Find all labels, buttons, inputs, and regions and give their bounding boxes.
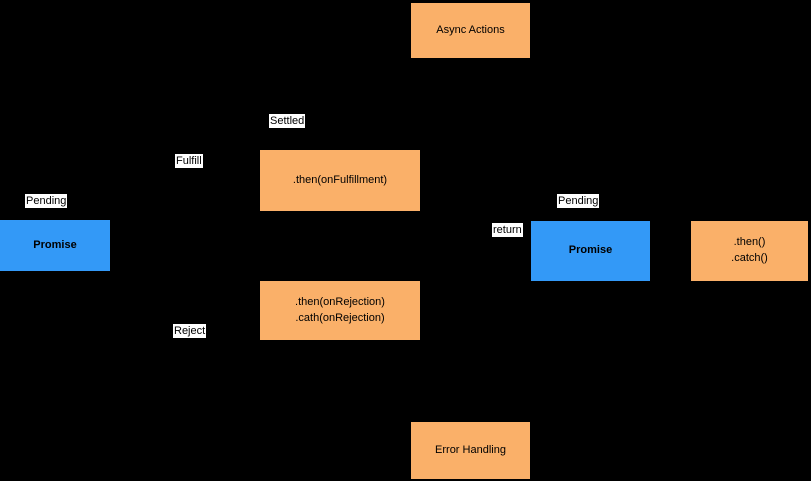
node-then-on-fulfillment[interactable]: .then(onFulfillment) [260, 150, 420, 211]
node-then-catch-chain[interactable]: .then() .catch() [691, 221, 808, 281]
node-error-handling[interactable]: Error Handling [411, 422, 530, 479]
node-label: .then(onRejection) [295, 295, 385, 308]
node-label: .then(onFulfillment) [292, 173, 388, 186]
node-then-catch-on-rejection[interactable]: .then(onRejection) .cath(onRejection) [260, 281, 420, 340]
edge-label-reject: Reject [173, 324, 207, 338]
node-label: Promise [568, 244, 613, 257]
node-label: Error Handling [435, 443, 506, 456]
edge-label-pending-right: Pending [557, 194, 600, 208]
node-async-actions[interactable]: Async Actions [411, 3, 530, 58]
edge-label-settled: Settled [269, 114, 306, 128]
node-label: Async Actions [436, 23, 505, 36]
edge-label-return: return [492, 223, 523, 237]
node-label: .catch() [731, 252, 768, 264]
node-label: .cath(onRejection) [295, 311, 385, 324]
node-label: .then() [733, 236, 766, 249]
node-label: Promise [33, 238, 77, 251]
edge-label-pending-left: Pending [25, 194, 68, 208]
node-promise-returned[interactable]: Promise [531, 221, 650, 281]
edge-label-fulfill: Fulfill [175, 154, 203, 168]
node-promise-initial[interactable]: Promise [0, 220, 110, 271]
